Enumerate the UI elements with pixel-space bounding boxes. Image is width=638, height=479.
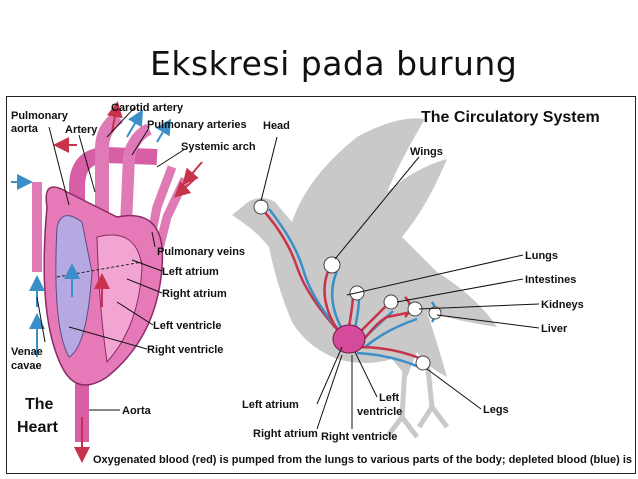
figure-caption: Oxygenated blood (red) is pumped from th… [93, 454, 635, 466]
label-pulmonary-veins: Pulmonary veins [157, 246, 245, 258]
label-bird-right-ventricle: Right ventricle [321, 431, 397, 443]
label-heart-left-atrium: Left atrium [162, 266, 219, 278]
right-ventricle-chamber [55, 215, 93, 358]
label-pulmonary-aorta-2: aorta [11, 123, 39, 135]
heart-title-line2: Heart [17, 419, 59, 436]
label-heart-left-ventricle: Left ventricle [153, 320, 221, 332]
label-heart-right-ventricle: Right ventricle [147, 344, 223, 356]
label-bird-right-atrium: Right atrium [253, 428, 318, 440]
label-heart-right-atrium: Right atrium [162, 288, 227, 300]
heart-title-line1: The [25, 396, 54, 413]
label-venae-cavae-2: cavae [11, 360, 42, 372]
label-bird-left-ventricle-1: Left [379, 392, 400, 404]
figure-svg: Pulmonary aorta Artery Carotid artery Pu… [11, 101, 635, 466]
label-kidneys: Kidneys [541, 299, 584, 311]
label-pulmonary-arteries: Pulmonary arteries [147, 119, 247, 131]
label-aorta: Aorta [122, 405, 152, 417]
carotid-vessel [95, 111, 124, 237]
left-ventricle-chamber [96, 234, 143, 364]
label-pulmonary-aorta-1: Pulmonary [11, 110, 69, 122]
label-artery: Artery [65, 124, 98, 136]
label-bird-left-ventricle-2: ventricle [357, 406, 402, 418]
figure-heading: The Circulatory System [421, 109, 600, 126]
label-intestines: Intestines [525, 274, 576, 286]
label-legs: Legs [483, 404, 509, 416]
label-systemic-arch: Systemic arch [181, 141, 256, 153]
label-carotid-artery: Carotid artery [111, 102, 184, 114]
bird-legs-silhouette [385, 358, 449, 439]
label-liver: Liver [541, 323, 568, 335]
bird-heart [332, 324, 366, 354]
label-lungs: Lungs [525, 250, 558, 262]
heart-diagram: Pulmonary aorta Artery Carotid artery Pu… [11, 101, 256, 463]
label-venae-cavae-1: Venae [11, 346, 43, 358]
slide-title: Ekskresi pada burung [150, 44, 518, 83]
label-wings: Wings [410, 146, 443, 158]
bird-diagram: The Circulatory System Head Wings Lungs … [232, 109, 600, 443]
label-head: Head [263, 120, 290, 132]
pulmonary-artery-vessel [119, 123, 152, 248]
label-bird-left-atrium: Left atrium [242, 399, 299, 411]
circulatory-figure: Pulmonary aorta Artery Carotid artery Pu… [6, 96, 636, 474]
